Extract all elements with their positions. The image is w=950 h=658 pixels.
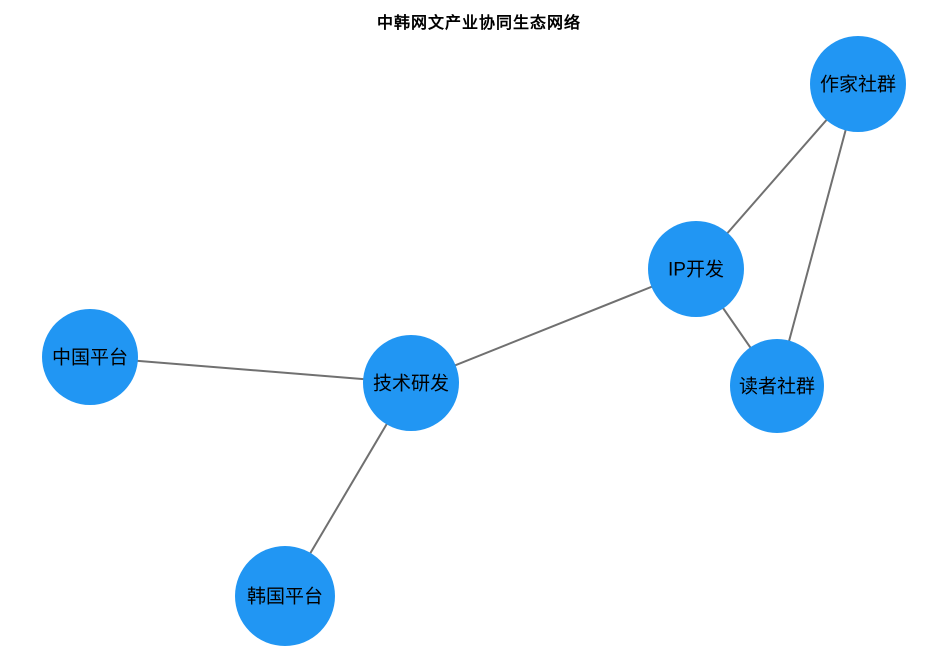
- edge-china-platform--tech-rnd: [89, 356, 412, 384]
- node-korea-platform: 韩国平台: [235, 546, 335, 646]
- node-circle-china-platform: [42, 309, 138, 405]
- edge-tech-rnd--ip-development: [410, 268, 697, 384]
- node-ip-development: IP开发: [648, 221, 744, 317]
- node-circle-writer-community: [810, 36, 906, 132]
- node-label-korea-platform: 韩国平台: [247, 586, 323, 608]
- node-label-tech-rnd: 技术研发: [373, 373, 449, 395]
- edge-writer-community--reader-community: [776, 83, 859, 387]
- node-tech-rnd: 技术研发: [363, 335, 459, 431]
- node-label-ip-development: IP开发: [668, 259, 724, 281]
- node-reader-community: 读者社群: [730, 339, 824, 433]
- edge-layer: [89, 83, 859, 597]
- chart-title: 中韩网文产业协同生态网络: [376, 15, 581, 32]
- node-label-china-platform: 中国平台: [52, 347, 128, 369]
- node-circle-ip-development: [648, 221, 744, 317]
- node-label-writer-community: 作家社群: [820, 74, 896, 96]
- node-label-reader-community: 读者社群: [739, 376, 815, 398]
- node-circle-reader-community: [730, 339, 824, 433]
- node-circle-korea-platform: [235, 546, 335, 646]
- node-writer-community: 作家社群: [810, 36, 906, 132]
- node-circle-tech-rnd: [363, 335, 459, 431]
- node-china-platform: 中国平台: [42, 309, 138, 405]
